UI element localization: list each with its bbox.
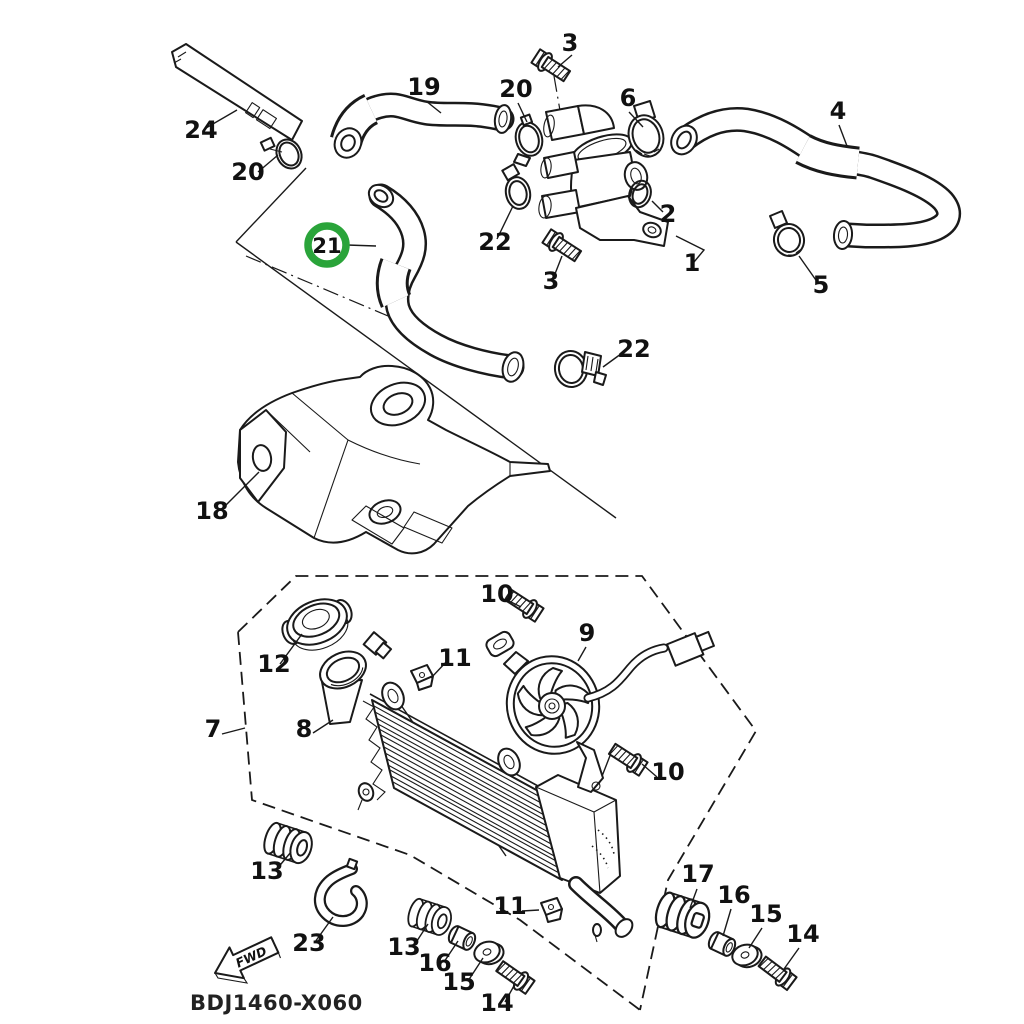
highlight-circle-21 [304, 222, 350, 268]
radiator-outlet-pipe [568, 876, 634, 943]
radiator-fins [373, 705, 562, 875]
callout-11-top: 11 [438, 644, 471, 672]
bolt-10-top [503, 588, 545, 623]
fan-cable [583, 630, 715, 703]
callout-16-right: 16 [717, 881, 750, 909]
hose-19 [330, 92, 515, 159]
clamp-22-right [501, 163, 532, 210]
clip-11-bottom [540, 897, 563, 923]
callout-5: 5 [813, 271, 830, 299]
callout-7: 7 [205, 715, 222, 743]
damper-13-top [263, 821, 313, 865]
callout-24: 24 [184, 116, 217, 144]
callout-11-bottom: 11 [493, 892, 526, 920]
radiator-bracket-ear-lower-left [357, 782, 375, 811]
callout-18: 18 [195, 497, 228, 525]
hose-4 [670, 106, 962, 250]
radiator-core [357, 681, 634, 943]
washer-15-bottom [473, 940, 505, 966]
callout-9: 9 [579, 619, 596, 647]
bolt-14-right [757, 955, 798, 992]
washer-15-right [731, 943, 763, 969]
callout-15-bottom: 15 [442, 968, 475, 996]
callout-4: 4 [830, 97, 847, 125]
clamp-6 [627, 100, 665, 158]
callout-15-right: 15 [749, 900, 782, 928]
collar-16-bottom [447, 925, 477, 951]
callout-22-right: 22 [478, 228, 511, 256]
o-ring-2 [628, 179, 652, 209]
callout-14-right: 14 [786, 920, 819, 948]
callout-20-top: 20 [499, 75, 532, 103]
callout-21-highlighted: 21 [312, 234, 341, 258]
bolt-14-bottom [495, 960, 536, 995]
stay-24 [171, 43, 303, 141]
fan-connector [665, 630, 715, 667]
callout-22-mid: 22 [617, 335, 650, 363]
callout-13-bottom: 13 [387, 933, 420, 961]
callout-19: 19 [407, 73, 440, 101]
bolt-3-bottom [541, 228, 583, 263]
callout-1: 1 [684, 249, 701, 277]
damper-17 [654, 891, 711, 939]
fan-bracket-lower [576, 741, 604, 793]
hose-21 [367, 183, 525, 383]
clamp-5 [769, 210, 806, 257]
filler-neck-8 [319, 631, 393, 725]
leader-lines [205, 54, 848, 1003]
clamp-20-top [513, 113, 544, 167]
callout-23: 23 [292, 929, 325, 957]
clamp-20-left [259, 136, 303, 170]
fan-bracket-upper [485, 630, 529, 675]
stay-23 [313, 857, 368, 927]
bolt-3-top [530, 48, 572, 83]
callout-17: 17 [681, 860, 714, 888]
damper-13-bottom [407, 897, 452, 936]
fwd-arrow: FWD [214, 936, 282, 984]
clip-11-top [410, 664, 434, 691]
callout-12: 12 [257, 650, 290, 678]
drawing-code: BDJ1460-X060 [190, 991, 363, 1015]
bolt-10-bottom [607, 742, 649, 777]
collar-16-right [707, 931, 737, 957]
callout-2: 2 [660, 200, 677, 228]
callout-14-bottom: 14 [480, 989, 513, 1017]
shroud-18 [237, 364, 551, 555]
callout-3-top: 3 [562, 29, 579, 57]
radiator-mount-ear-left [381, 681, 405, 711]
callout-16-bottom: 16 [418, 949, 451, 977]
clamp-22-mid [553, 350, 607, 388]
fan-assembly-9 [485, 630, 715, 793]
radiator-mount-ear-mid [497, 747, 521, 777]
callout-10-top: 10 [480, 580, 513, 608]
callout-6: 6 [620, 84, 637, 112]
callout-8: 8 [296, 715, 313, 743]
radiator-tank [535, 774, 621, 894]
radiator-cap-12 [281, 598, 353, 651]
thermostat-assembly-1 [538, 104, 669, 247]
callout-13-top: 13 [250, 857, 283, 885]
callout-3-bottom: 3 [543, 267, 560, 295]
callout-10-bottom: 10 [651, 758, 684, 786]
callout-20-left: 20 [231, 158, 264, 186]
callout-labels: 3 20 6 4 19 24 20 2 1 22 21 3 5 22 18 10… [184, 29, 846, 1017]
